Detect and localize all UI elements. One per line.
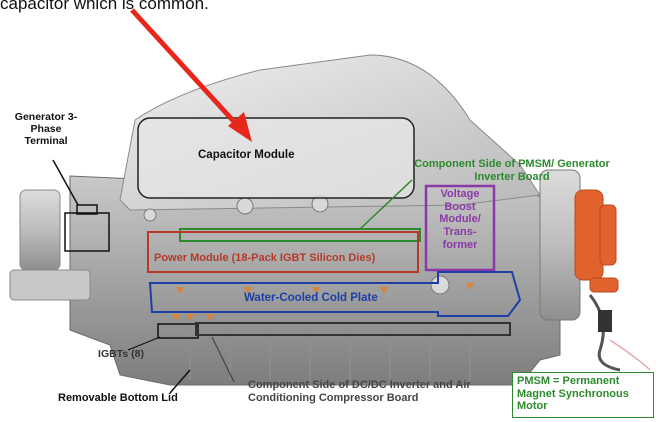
- pmsm-legend-box: PMSM = Permanent Magnet Synchronous Moto…: [512, 372, 654, 418]
- capacitor-module-label: Capacitor Module: [198, 149, 295, 161]
- red-arrow-shaft: [130, 8, 240, 128]
- boost-module-outline: [424, 184, 496, 272]
- connector-plug: [598, 310, 612, 332]
- housing-bolts: [143, 195, 450, 295]
- cold-plate-outline: [148, 271, 522, 317]
- red-arrow-head: [228, 112, 252, 142]
- top-caption: capacitor which is common.: [0, 0, 209, 13]
- bottom-lid-label: Removable Bottom Lid: [58, 392, 178, 404]
- voltage-boost-label: Voltage Boost Module/ Trans- former: [439, 188, 481, 251]
- capacitor-outline: [137, 117, 415, 199]
- orange-rotor: [574, 189, 619, 293]
- generator-terminal-label: Generator 3-Phase Terminal: [14, 111, 78, 148]
- flow-arrows: [172, 283, 474, 321]
- dcdc-board-outline: [195, 322, 511, 336]
- power-module-outline: [147, 231, 419, 273]
- dcdc-board-label: Component Side of DC/DC Inverter and Air…: [248, 379, 471, 404]
- igbts-label: IGBTs (8): [98, 348, 144, 360]
- pmsm-board-outline: [179, 228, 421, 242]
- power-module-label: Power Module (18-Pack IGBT Silicon Dies): [154, 252, 376, 264]
- terminal-block: [19, 189, 61, 271]
- pmsm-board-label: Component Side of PMSM/ Generator Invert…: [414, 158, 610, 183]
- cold-plate-label: Water-Cooled Cold Plate: [244, 292, 378, 304]
- terminal-outline: [64, 212, 110, 252]
- motor-housing: [539, 169, 581, 321]
- wire-harness: [588, 294, 621, 372]
- igbt-outline: [157, 323, 199, 339]
